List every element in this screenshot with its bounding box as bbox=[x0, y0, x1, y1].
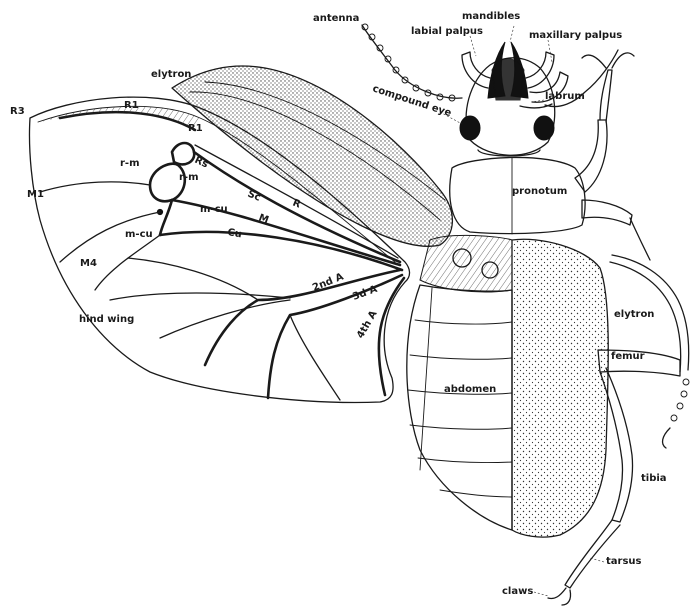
label-mandibles: mandibles bbox=[462, 11, 520, 22]
label-compound-eye: compound eye bbox=[371, 83, 453, 119]
label-vein-r1-b: R1 bbox=[188, 123, 203, 134]
compound-eye-left bbox=[460, 116, 480, 140]
label-pronotum: pronotum bbox=[512, 186, 567, 197]
leader-maxillary-palpus bbox=[548, 40, 552, 62]
vein-distal-1 bbox=[40, 182, 150, 192]
label-vein-2nd-a: 2nd A bbox=[311, 271, 345, 293]
middle-leg-tibia bbox=[630, 218, 650, 260]
label-vein-rs: Rs bbox=[193, 155, 210, 171]
label-vein-r1: R1 bbox=[124, 100, 139, 111]
label-vein-mcu: m-cu bbox=[200, 204, 228, 215]
label-vein-4th-a: 4th A bbox=[355, 309, 380, 341]
vein-distal-3 bbox=[95, 235, 160, 290]
left-elytron bbox=[172, 66, 452, 246]
label-vein-m1: M1 bbox=[27, 189, 44, 200]
leader-tarsus bbox=[590, 558, 604, 562]
hind-tarsus bbox=[565, 520, 620, 588]
label-vein-rm: r-m bbox=[120, 158, 140, 169]
label-antenna: antenna bbox=[313, 13, 359, 24]
labial-palpus-left bbox=[462, 52, 490, 88]
label-claws: claws bbox=[502, 586, 533, 597]
far-tarsus-segment bbox=[681, 391, 687, 397]
abdomen-segment-line bbox=[418, 458, 512, 463]
labial-palpus-right bbox=[526, 52, 554, 88]
middle-leg-femur bbox=[582, 200, 632, 225]
far-tarsus-segment bbox=[683, 379, 689, 385]
abdomen-segments bbox=[407, 285, 512, 530]
label-vein-r3: R3 bbox=[10, 106, 25, 117]
front-tarsus bbox=[600, 70, 612, 122]
label-tibia: tibia bbox=[641, 473, 667, 484]
leader-labial-palpus bbox=[470, 36, 476, 56]
abdomen-lateral-line bbox=[420, 288, 432, 470]
label-vein-sc: Sc bbox=[246, 189, 262, 204]
leader-mandibles bbox=[510, 26, 514, 42]
label-vein-mcu-2: m-cu bbox=[125, 229, 153, 240]
hind-claws bbox=[548, 588, 571, 605]
far-tarsus-segment bbox=[677, 403, 683, 409]
right-elytron-shape bbox=[512, 239, 608, 537]
label-labrum: labrum bbox=[545, 91, 585, 102]
pterostigma bbox=[172, 143, 194, 164]
beetle-head bbox=[362, 24, 618, 156]
label-vein-m4: M4 bbox=[80, 258, 97, 269]
label-vein-r: R bbox=[291, 198, 303, 211]
vein-distal-6 bbox=[160, 300, 290, 338]
leader-claws bbox=[534, 592, 548, 596]
labrum bbox=[520, 104, 552, 108]
compound-eye-right bbox=[534, 116, 554, 140]
vein-anal-tip bbox=[290, 315, 340, 400]
mouthparts bbox=[492, 59, 524, 100]
label-maxillary-palpus: maxillary palpus bbox=[529, 30, 622, 41]
abdomen-segment-line bbox=[410, 425, 512, 429]
label-elytron-right: elytron bbox=[614, 309, 654, 320]
thorax-joint bbox=[420, 235, 512, 292]
far-tarsus-segment bbox=[671, 415, 677, 421]
abdomen-segment-line bbox=[410, 355, 512, 359]
label-tarsus: tarsus bbox=[606, 556, 642, 567]
far-claws bbox=[663, 428, 670, 448]
label-femur: femur bbox=[611, 351, 645, 362]
label-vein-3d-a: 3d A bbox=[351, 284, 379, 303]
label-hind-wing: hind wing bbox=[79, 314, 134, 325]
front-leg bbox=[575, 120, 607, 192]
label-abdomen: abdomen bbox=[444, 384, 496, 395]
vein-mcu-connector bbox=[160, 200, 172, 235]
label-labial-palpus: labial palpus bbox=[411, 26, 483, 37]
label-vein-cu: Cu bbox=[226, 227, 242, 240]
label-vein-rrm: r-m bbox=[179, 172, 199, 183]
label-elytron-top: elytron bbox=[151, 69, 191, 80]
